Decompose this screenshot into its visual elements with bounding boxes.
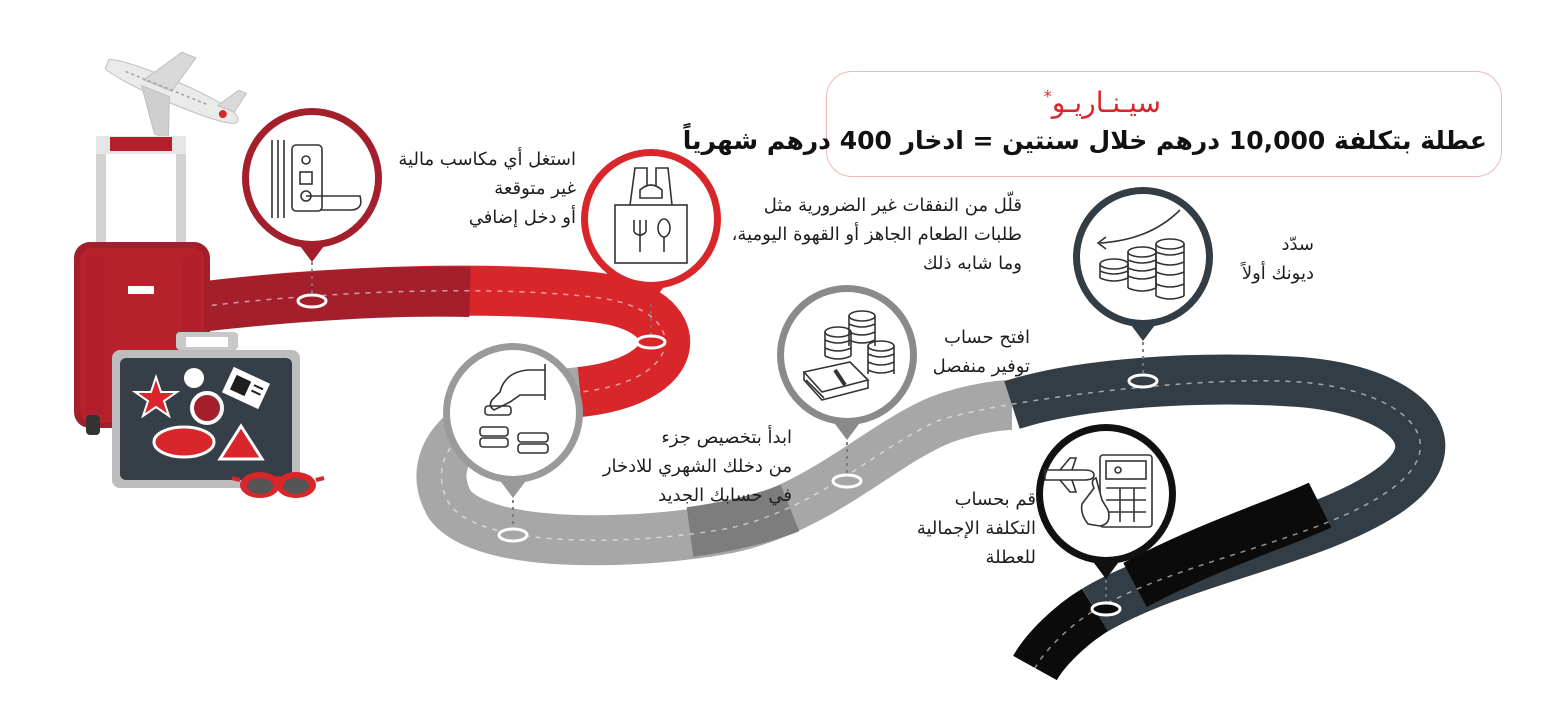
step-label-line: التكلفة الإجمالية	[916, 518, 1036, 539]
road-markers	[296, 293, 1159, 617]
hand-coins-icon	[479, 364, 549, 454]
road-marker-extra-income	[296, 293, 328, 309]
step-label-line: للعطلة	[985, 547, 1036, 568]
step-label-line: في حسابك الجديد	[658, 485, 792, 506]
step-label-line: قلّل من النفقات غير الضرورية مثل	[763, 195, 1022, 216]
scenario-tag: سيـنـاريـو*	[1044, 86, 1161, 119]
takeaway-bag-icon	[614, 167, 688, 264]
connector-lines	[311, 262, 1144, 603]
step-label-extra-income: استغل أي مكاسب مالية غير متوقعة أو دخل إ…	[398, 145, 576, 232]
oval-sticker-icon	[152, 425, 216, 459]
star-sticker-icon	[131, 373, 181, 419]
ring-sticker-icon	[190, 391, 224, 425]
step-label-open-account: افتح حساب توفير منفصل	[933, 323, 1030, 381]
scenario-tag-mark: *	[1043, 86, 1052, 106]
sunglasses-icon	[231, 472, 325, 498]
step-label-line: قم بحساب	[954, 489, 1036, 510]
scenario-headline: عطلة بتكلفة 10,000 درهم خلال سنتين = ادخ…	[682, 126, 1487, 155]
step-label-line: ديونك أولاً	[1241, 263, 1314, 284]
step-circle-pay-debts	[1073, 187, 1213, 341]
scenario-tag-text: سيـنـاريـو	[1051, 86, 1161, 119]
step-label-line: غير متوقعة	[494, 178, 576, 199]
step-label-line: طلبات الطعام الجاهز أو القهوة اليومية،	[731, 224, 1022, 245]
scenario-box: سيـنـاريـو* عطلة بتكلفة 10,000 درهم خلال…	[683, 71, 1502, 177]
step-label-line: أو دخل إضافي	[468, 207, 576, 228]
step-label-allocate: ابدأ بتخصيص جزء من دخلك الشهري للادخار ف…	[603, 423, 792, 510]
grey-suitcase-icon	[112, 332, 300, 488]
road-marker-open-account	[831, 473, 863, 489]
step-label-calculate: قم بحساب التكلفة الإجمالية للعطلة	[917, 485, 1036, 572]
step-circle-allocate	[443, 343, 583, 498]
step-label-pay-debts: سدّد ديونك أولاً	[1242, 230, 1314, 288]
door-lock-icon	[271, 140, 362, 218]
ticket-sticker-icon	[221, 366, 271, 410]
step-circle-reduce-expenses	[581, 149, 721, 304]
road-marker-allocate	[497, 527, 529, 543]
step-label-line: وما شابه ذلك	[922, 253, 1022, 274]
step-label-line: من دخلك الشهري للادخار	[602, 456, 792, 477]
road-center-dashes	[189, 289, 1422, 669]
road-segment-black	[1013, 482, 1332, 682]
airplane-icon	[104, 51, 248, 141]
coin-stacks-arrow-icon	[1096, 209, 1185, 300]
dot-sticker-icon	[184, 368, 204, 388]
road-segment-dark-red	[187, 266, 471, 333]
calculator-airplane-icon	[1044, 454, 1153, 528]
step-circle-open-account	[777, 285, 917, 440]
road-marker-pay-debts	[1127, 373, 1159, 389]
step-label-line: افتح حساب	[944, 327, 1030, 348]
step-circle-calculate	[1036, 424, 1176, 579]
step-label-line: توفير منفصل	[932, 356, 1030, 377]
road-marker-reduce-expenses	[635, 334, 667, 350]
step-label-line: سدّد	[1281, 234, 1314, 255]
road-segment-dark-grey	[686, 484, 800, 557]
coins-banknotes-icon	[802, 310, 895, 401]
step-label-line: استغل أي مكاسب مالية	[398, 149, 576, 170]
road-marker-calculate	[1090, 601, 1122, 617]
step-label-reduce-expenses: قلّل من النفقات غير الضرورية مثل طلبات ا…	[732, 191, 1022, 278]
triangle-sticker-icon	[217, 423, 265, 461]
step-label-line: ابدأ بتخصيص جزء	[661, 427, 792, 448]
step-circle-extra-income	[242, 108, 382, 262]
